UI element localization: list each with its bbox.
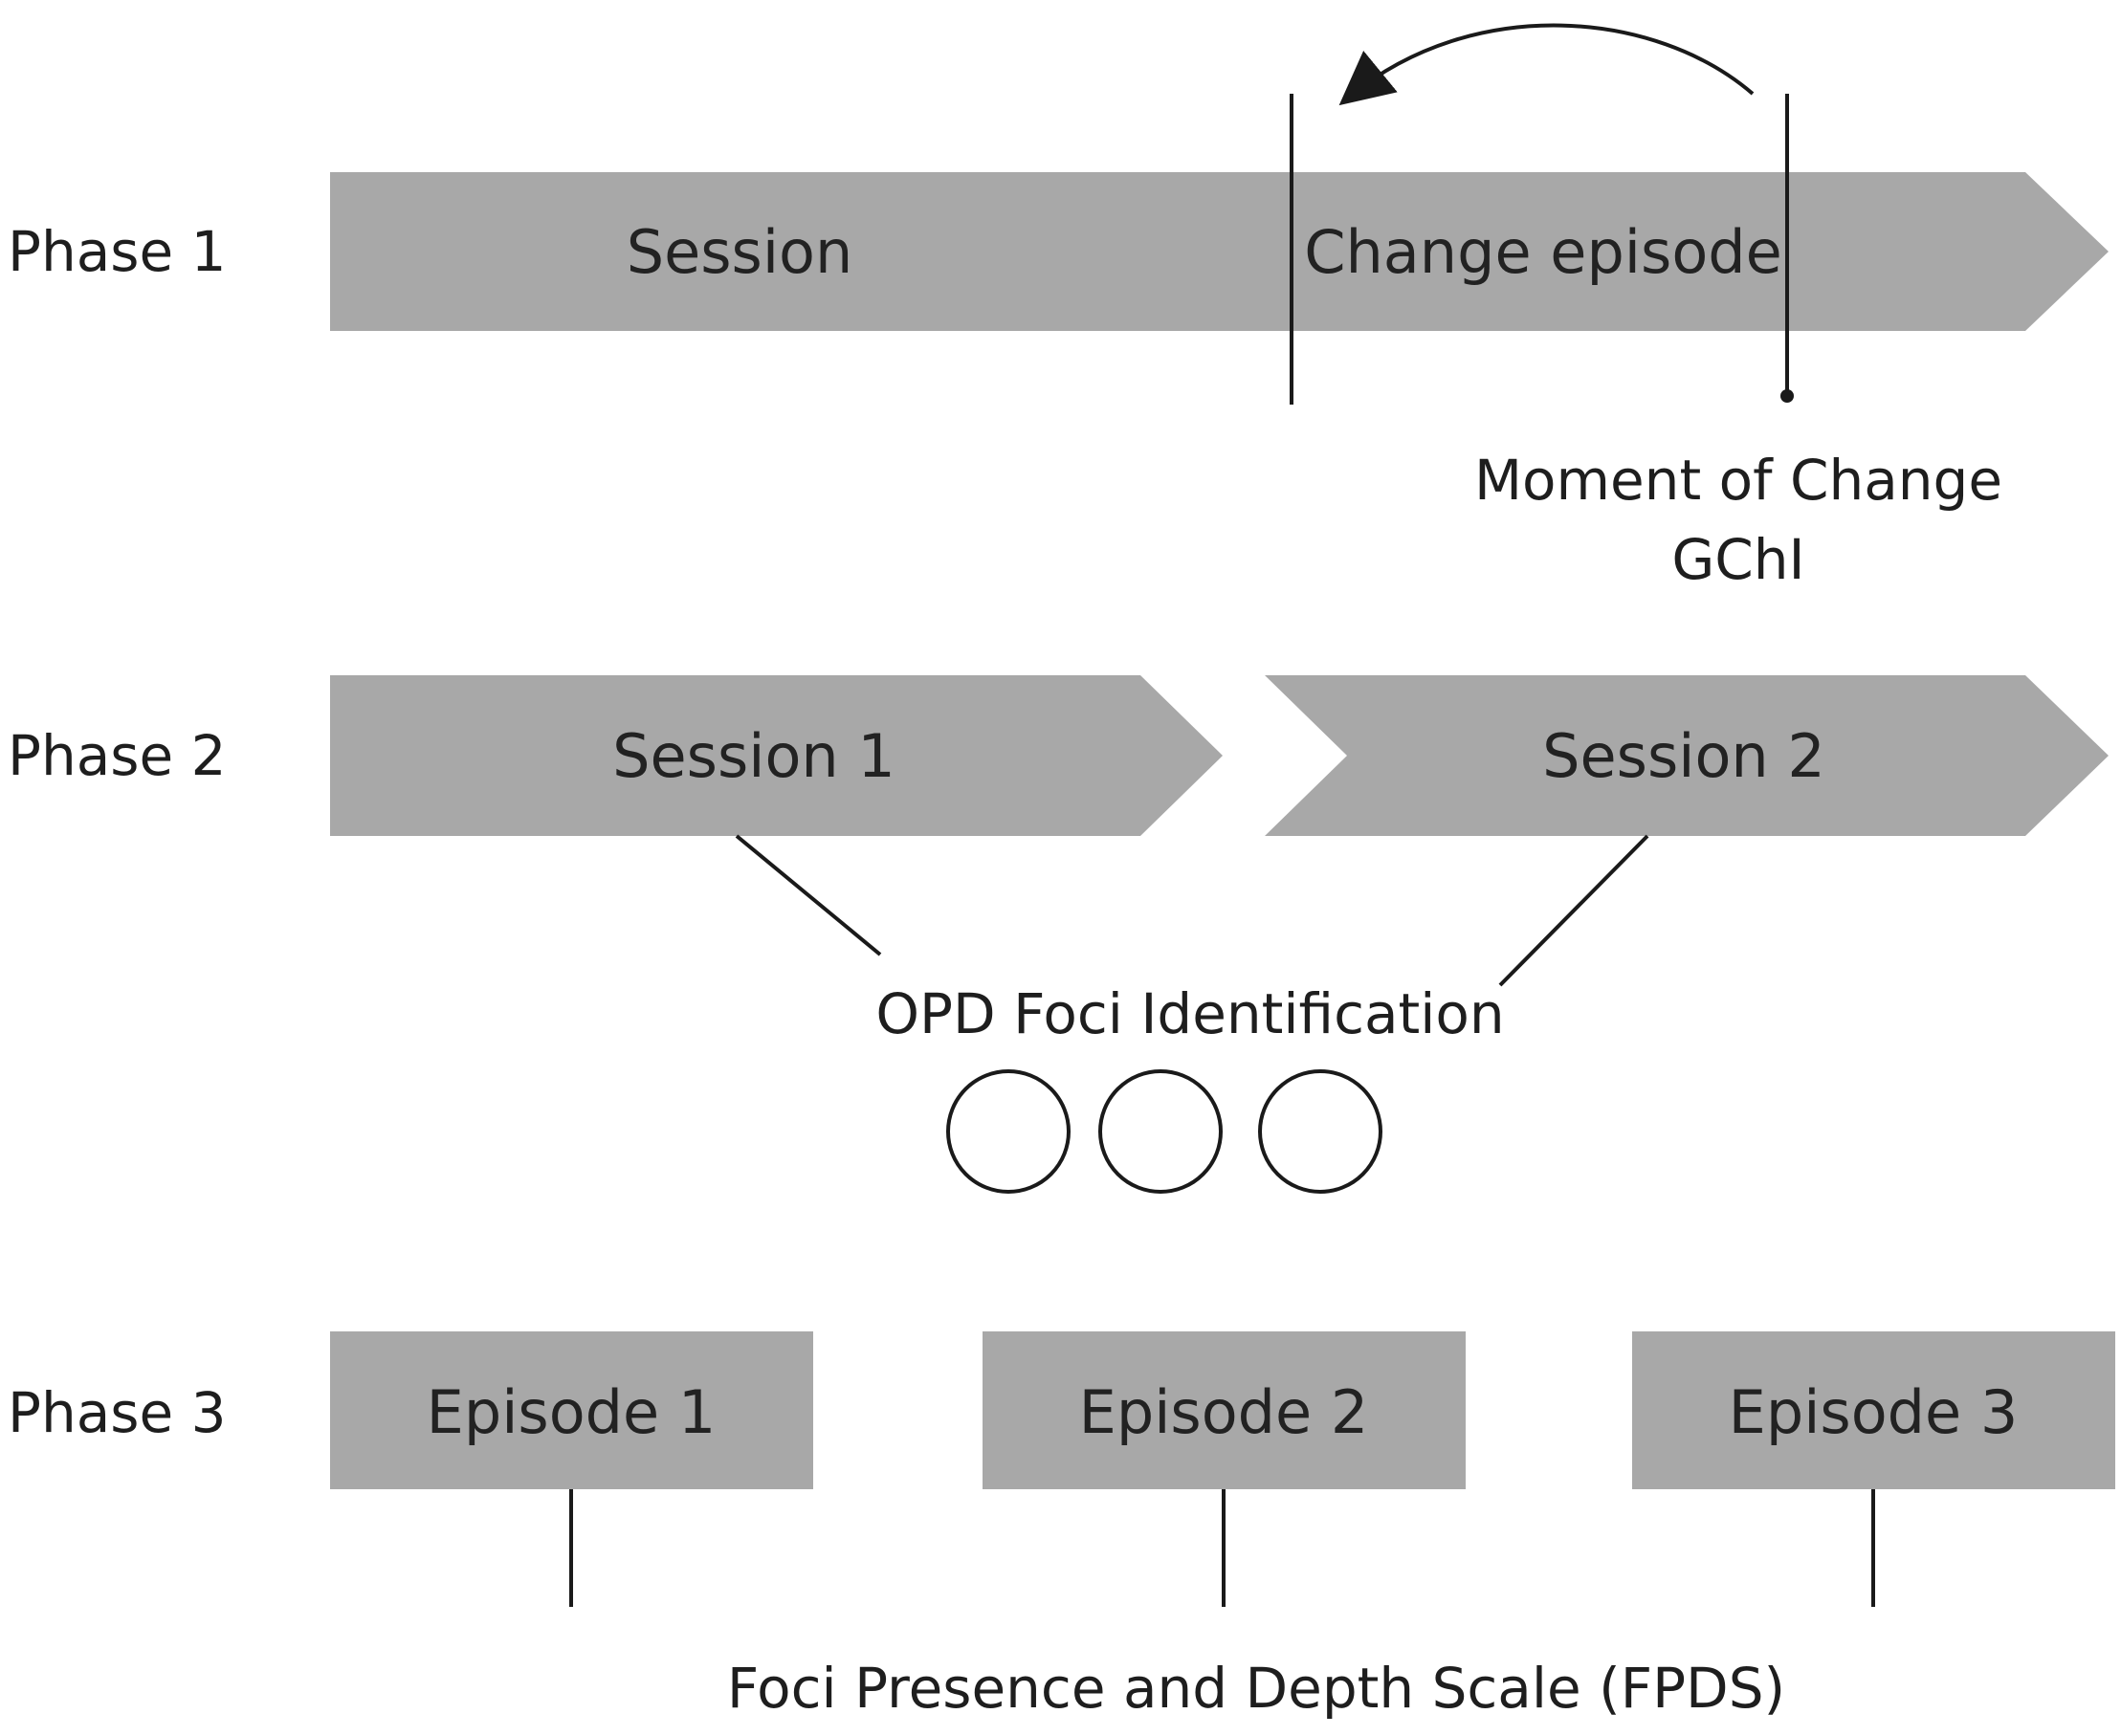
phase1-session-label: Session [627, 217, 853, 287]
session2-connector [1498, 834, 1649, 987]
phase2-session2-arrow [1265, 675, 2109, 836]
focus-circle-icon [1098, 1069, 1223, 1194]
phase1-label: Phase 1 [8, 219, 227, 284]
opd-foci-label: OPD Foci Identification [875, 981, 1504, 1046]
moment-of-change-label: Moment of Change [1474, 448, 2002, 513]
phase1-change-episode-label: Change episode [1304, 217, 1782, 287]
episode2-label: Episode 2 [1079, 1377, 1369, 1447]
episode1-box [330, 1331, 813, 1489]
phase3-label: Phase 3 [8, 1380, 227, 1445]
focus-circle-icon [946, 1069, 1071, 1194]
episode3-label: Episode 3 [1729, 1377, 2019, 1447]
focus-circle-icon [1258, 1069, 1382, 1194]
dot-marker-icon [1780, 389, 1794, 403]
phase2-session2-label: Session 2 [1542, 721, 1825, 791]
session1-connector [735, 834, 882, 956]
phase2-label: Phase 2 [8, 723, 227, 788]
phase1-session-arrow [330, 172, 2109, 331]
fpds-label: Foci Presence and Depth Scale (FPDS) [727, 1656, 1785, 1721]
episode3-box [1632, 1331, 2115, 1489]
episode1-label: Episode 1 [427, 1377, 717, 1447]
phase2-session1-arrow [330, 675, 1223, 836]
phase2-session1-label: Session 1 [612, 721, 895, 791]
episode2-box [983, 1331, 1466, 1489]
curved-arrow-icon [1338, 23, 1755, 106]
gchi-label: GChI [1671, 527, 1804, 592]
